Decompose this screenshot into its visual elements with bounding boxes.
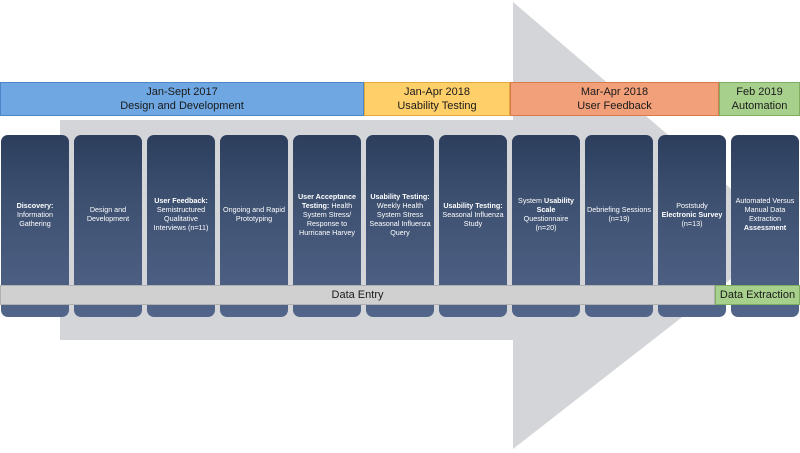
- phase-name: Automation: [731, 100, 788, 112]
- step-text: Semistructured Qualitative Interviews (n…: [153, 205, 209, 232]
- data-extraction-band: Data Extraction: [715, 285, 800, 305]
- phase-date: Mar-Apr 2018: [580, 86, 649, 98]
- step-text: Information Gathering: [17, 209, 53, 228]
- step-pre: Automated Versus Manual Data Extraction: [735, 196, 795, 223]
- step-bold: Usability Testing:: [443, 200, 503, 210]
- step-bold: Usability Scale: [536, 196, 574, 214]
- band-label: Data Entry: [331, 289, 384, 301]
- phase-date: Jan-Sept 2017: [146, 86, 218, 98]
- phase-design-development: Jan-Sept 2017 Design and Development: [0, 82, 364, 116]
- step-bold: Discovery:: [16, 200, 54, 210]
- phase-name: Design and Development: [120, 100, 244, 112]
- step-pre: Poststudy: [676, 200, 708, 210]
- step-pre: System: [518, 196, 542, 205]
- step-text: Questionnaire (n=20): [523, 214, 569, 232]
- step-text: Seasonal Influenza Study: [442, 209, 504, 228]
- phase-usability-testing: Jan-Apr 2018 Usability Testing: [364, 82, 510, 116]
- step-text: Debriefing Sessions (n=19): [587, 205, 651, 223]
- phase-name: Usability Testing: [397, 100, 477, 112]
- phase-date: Feb 2019: [736, 86, 783, 98]
- phase-user-feedback: Mar-Apr 2018 User Feedback: [510, 82, 719, 116]
- step-text: Ongoing and Rapid Prototyping: [223, 205, 285, 223]
- step-text: Design and Development: [86, 205, 130, 223]
- phase-date: Jan-Apr 2018: [403, 86, 471, 98]
- step-text: (n=13): [681, 218, 703, 228]
- step-bold: Electronic Survey: [661, 209, 723, 219]
- step-bold: Usability Testing:: [370, 191, 430, 201]
- band-label: Data Extraction: [719, 289, 796, 301]
- phase-name: User Feedback: [577, 100, 652, 112]
- step-bold: User Acceptance Testing:: [297, 191, 357, 210]
- phase-automation: Feb 2019 Automation: [719, 82, 800, 116]
- step-text: Health System Stress/ Response to Hurric…: [299, 200, 355, 237]
- step-bold: Assessment: [743, 223, 787, 232]
- step-bold: User Feedback:: [154, 196, 208, 205]
- step-text: Weekly Health System Stress Seasonal Inf…: [369, 200, 431, 237]
- data-entry-band: Data Entry: [0, 285, 715, 305]
